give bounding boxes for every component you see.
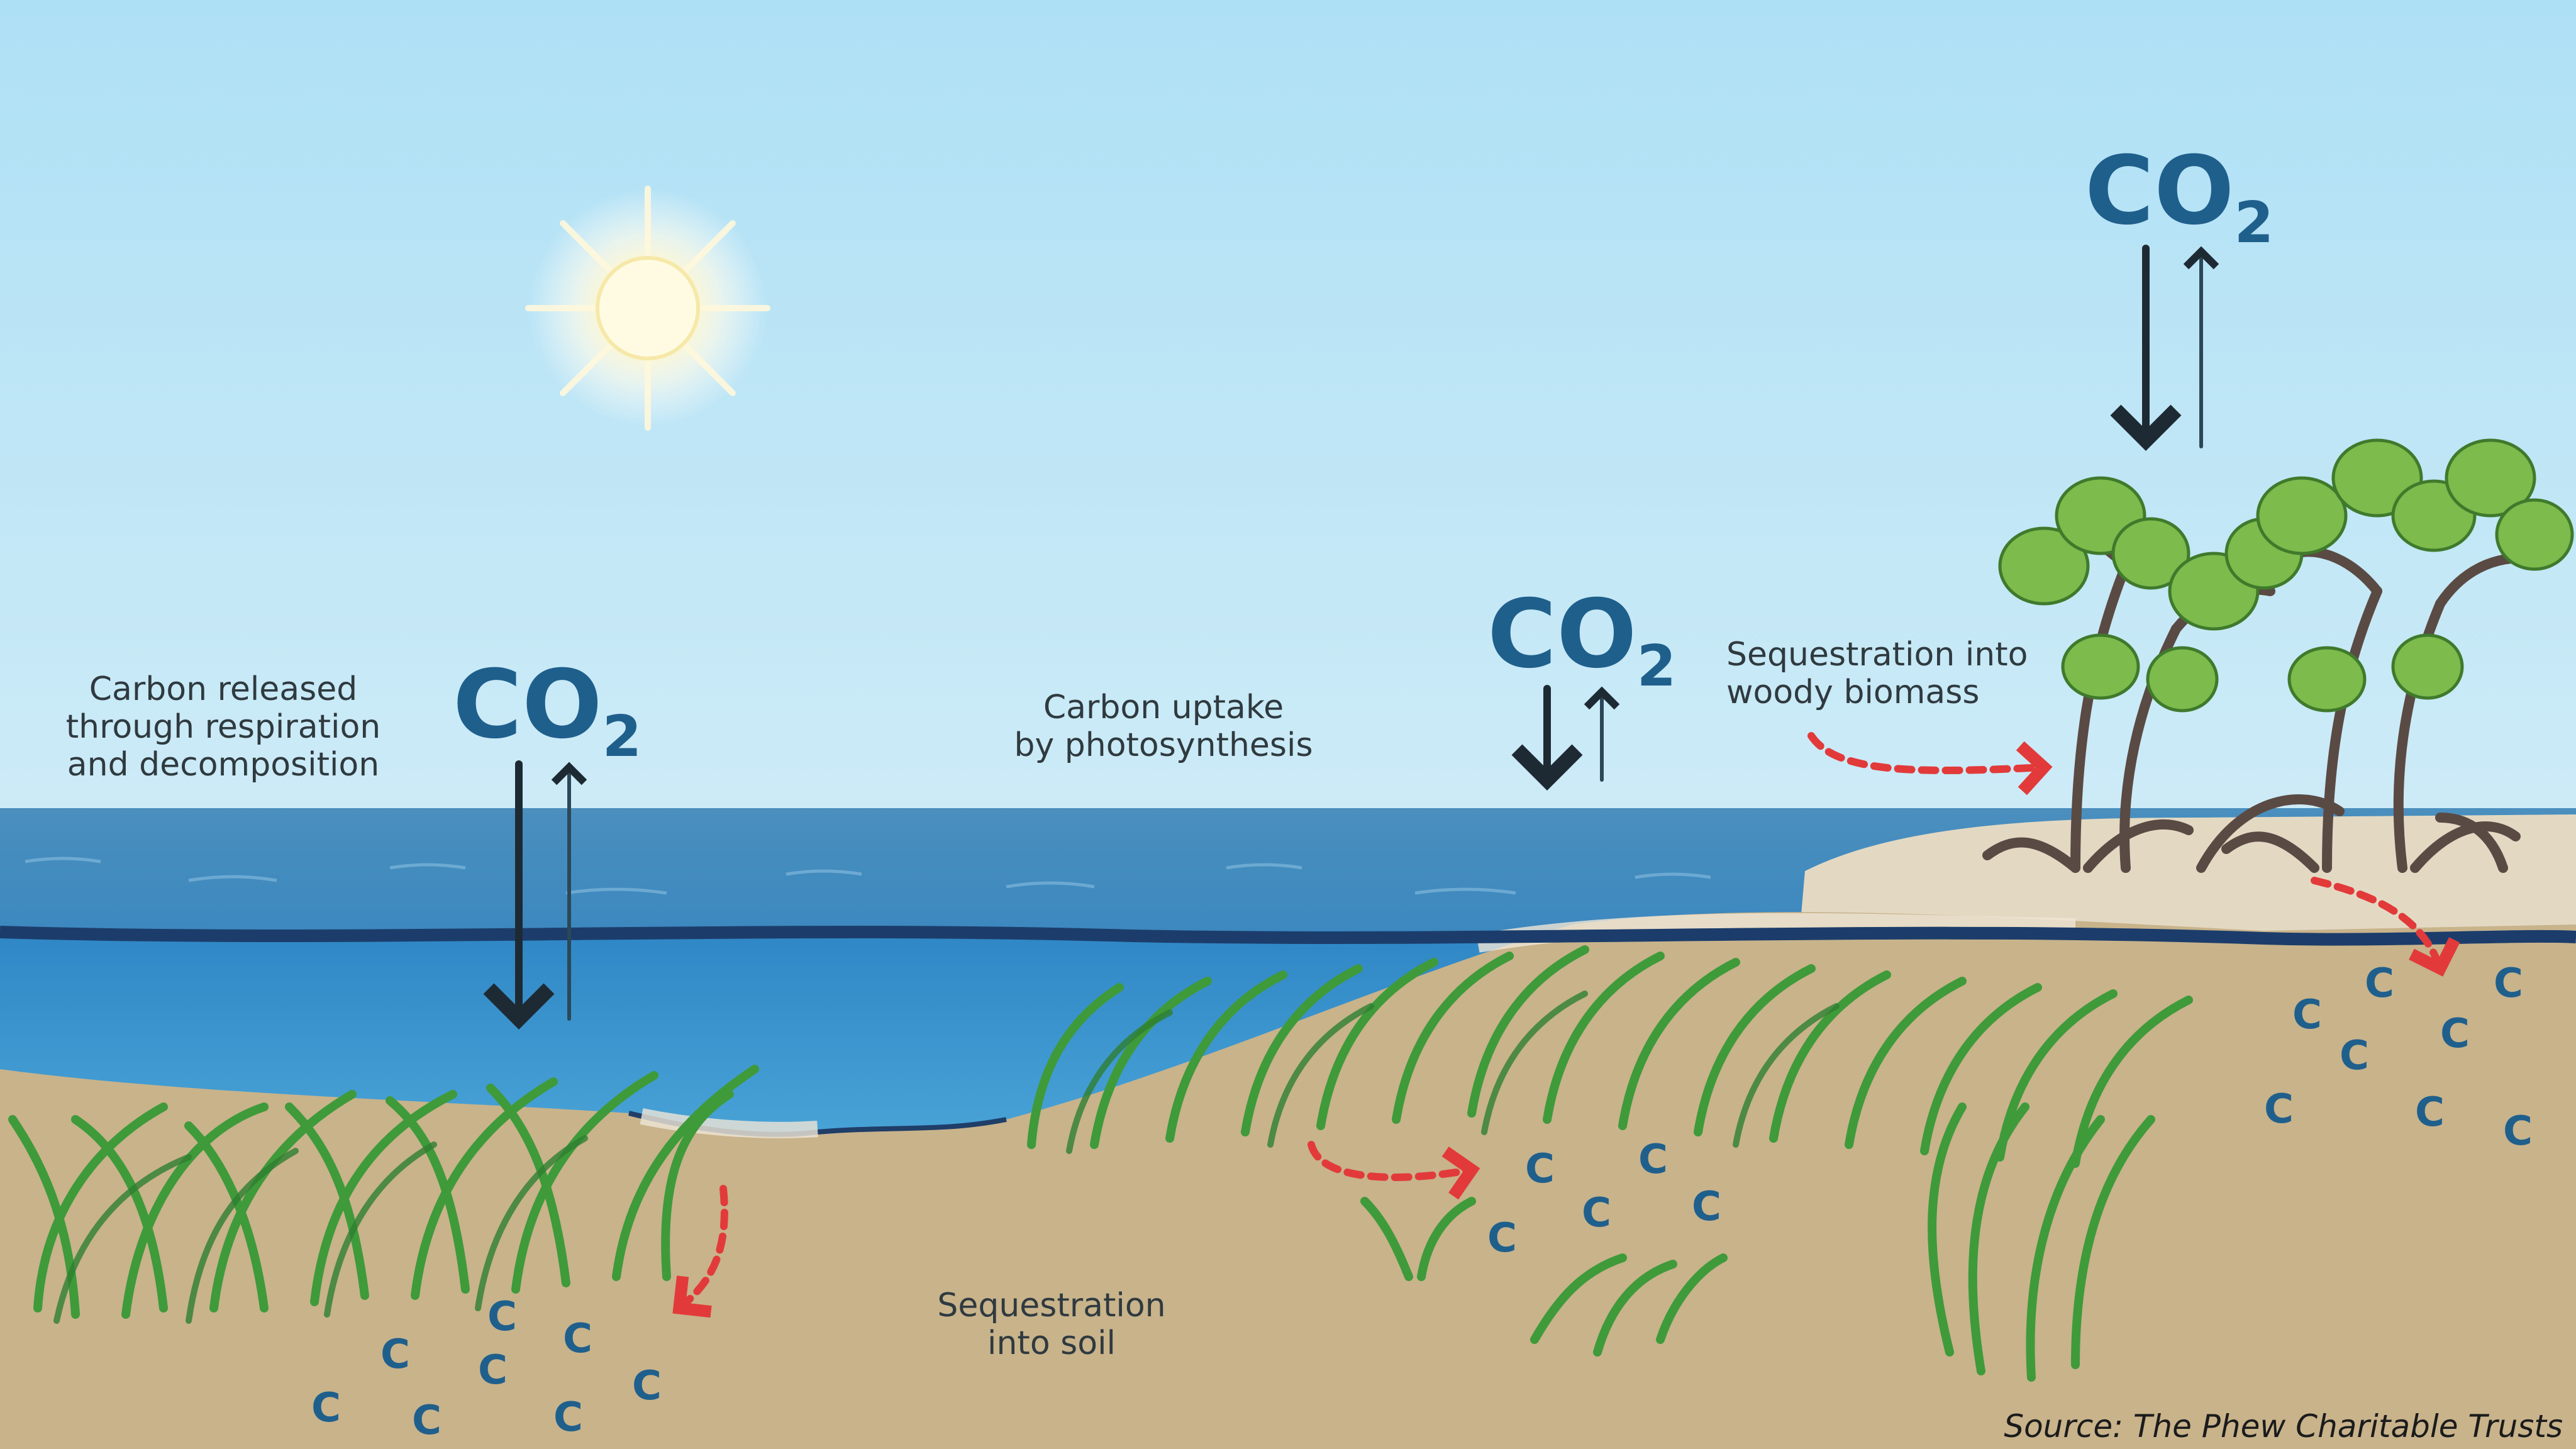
mangrove-trees [1982, 438, 2574, 873]
carbon-symbol: C [2415, 1089, 2445, 1136]
carbon-symbol: C [380, 1331, 410, 1378]
carbon-symbol: C [563, 1316, 592, 1362]
carbon-symbol: C [2440, 1011, 2470, 1057]
carbon-symbol: C [311, 1385, 341, 1431]
svg-text:and decomposition: and decomposition [67, 746, 379, 784]
carbon-symbol: C [632, 1363, 662, 1409]
svg-text:Sequestration: Sequestration [937, 1287, 1165, 1324]
svg-text:through respiration: through respiration [66, 708, 380, 746]
carbon-symbol: C [2292, 992, 2322, 1038]
carbon-symbol: C [2503, 1108, 2533, 1155]
svg-text:Carbon released: Carbon released [89, 670, 358, 708]
carbon-symbol: C [2264, 1086, 2294, 1133]
sun-icon [525, 186, 770, 431]
sequestration-arrows [672, 732, 2460, 1318]
label-soil: Sequestration into soil [937, 1287, 1165, 1362]
carbon-symbol: C [1525, 1146, 1555, 1192]
carbon-symbol: C [478, 1347, 508, 1394]
label-photosynthesis: Carbon uptake by photosynthesis [1014, 689, 1313, 764]
svg-text:CO2: CO2 [1487, 580, 1676, 699]
red-arrow-soil-middle [1307, 1141, 1480, 1200]
carbon-symbol: C [412, 1397, 441, 1444]
carbon-symbol: C [1638, 1136, 1668, 1183]
svg-text:into soil: into soil [987, 1324, 1116, 1362]
co2-label-left: CO2 [453, 650, 641, 770]
carbon-symbol: C [2340, 1033, 2369, 1079]
red-arrow-soil-left [672, 1185, 728, 1318]
svg-text:Carbon uptake: Carbon uptake [1043, 689, 1284, 726]
svg-text:CO2: CO2 [453, 650, 641, 770]
carbon-symbols: C C C C C C C C C C C C C C C C C C C C … [311, 960, 2533, 1444]
svg-text:Sequestration into: Sequestration into [1726, 636, 2028, 674]
carbon-symbol: C [553, 1394, 583, 1441]
co2-flux-arrows [483, 245, 2219, 1030]
carbon-symbol: C [2365, 960, 2394, 1007]
label-respiration: Carbon released through respiration and … [66, 670, 380, 784]
label-woody-biomass: Sequestration into woody biomass [1726, 636, 2028, 711]
seagrass-right [1027, 945, 2193, 1382]
source-caption: Source: The Phew Charitable Trusts [2004, 1408, 2563, 1445]
svg-text:woody biomass: woody biomass [1726, 674, 1979, 711]
carbon-symbol: C [2494, 960, 2523, 1007]
carbon-symbol: C [487, 1294, 517, 1340]
sea-line [0, 926, 2576, 946]
red-arrow-woody [1807, 732, 2053, 796]
red-arrow-root [2311, 877, 2460, 977]
sand-floor [0, 912, 2576, 1449]
carbon-symbol: C [1692, 1184, 1721, 1230]
co2-label-right: CO2 [2085, 136, 2273, 256]
seagrass-left [8, 1065, 759, 1319]
svg-text:by photosynthesis: by photosynthesis [1014, 726, 1313, 764]
svg-text:CO2: CO2 [2085, 136, 2273, 256]
co2-label-middle: CO2 [1487, 580, 1676, 699]
carbon-symbol: C [1487, 1215, 1517, 1262]
carbon-symbol: C [1582, 1190, 1611, 1236]
